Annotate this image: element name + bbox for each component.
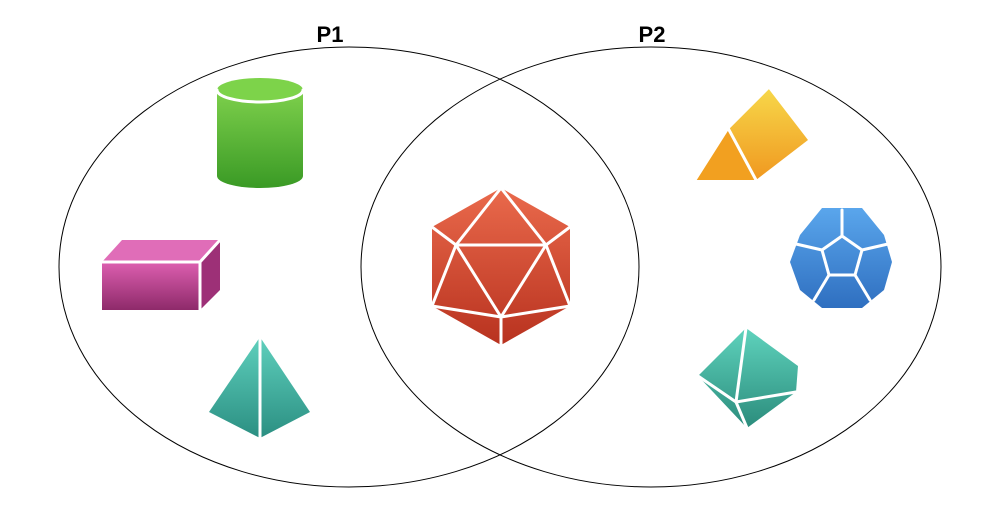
triangular-prism-shape [693,86,808,182]
square-pyramid-shape [209,335,310,440]
set-p2-label: P2 [639,22,666,47]
set-p1-circle [58,46,640,488]
cylinder-shape [215,78,305,188]
octahedron-shape [696,326,798,430]
dodecahedron-shape [790,208,892,308]
set-p1-label: P1 [317,22,344,47]
set-p2-circle [360,46,942,488]
icosahedron-shape [430,186,572,347]
rectangular-prism-shape [100,238,222,312]
